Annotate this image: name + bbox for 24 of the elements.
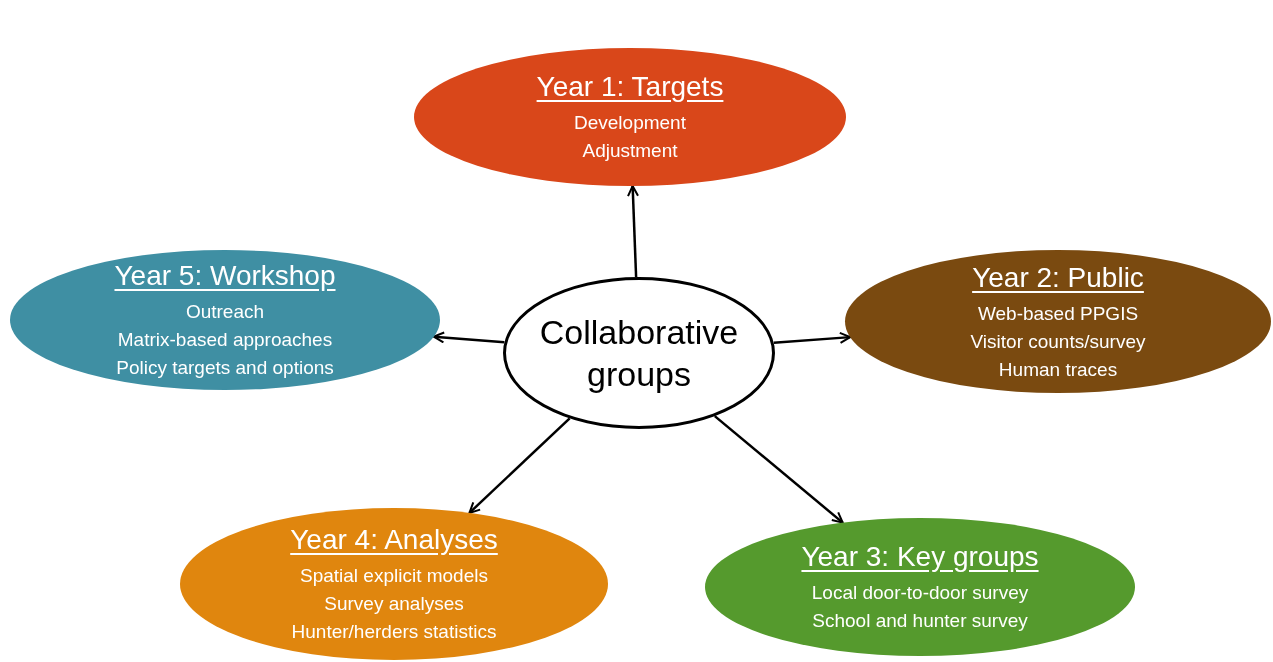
activity-item: Survey analyses (324, 592, 464, 616)
activity-item: Development (574, 111, 686, 135)
activity-item: Visitor counts/survey (970, 329, 1146, 354)
activity-item: Local door-to-door survey (811, 581, 1029, 605)
arrow (627, 185, 639, 278)
activity-item: Adjustment (582, 139, 678, 163)
activity-item: Outreach (185, 300, 265, 324)
activity-item: Human traces (998, 357, 1118, 382)
arrow (773, 331, 852, 345)
year-heading: Year 2: Public (972, 260, 1144, 295)
year-heading: Year 3: Key groups (801, 540, 1039, 574)
activity-item: Web-based PPGIS (977, 301, 1139, 326)
activity-item: School and hunter survey (812, 609, 1028, 633)
arrow (468, 417, 571, 514)
year-heading: Year 1: Targets (536, 70, 724, 104)
year-heading: Year 5: Workshop (114, 259, 336, 293)
year-heading: Year 4: Analyses (290, 523, 498, 557)
center-label: Collaborative groups (538, 312, 740, 395)
arrow (432, 331, 505, 344)
arrow (714, 415, 844, 524)
activity-item: Hunter/herders statistics (291, 620, 497, 644)
activity-item: Spatial explicit models (300, 564, 488, 588)
activity-item: Policy targets and options (116, 356, 334, 380)
activity-item: Matrix-based approaches (117, 328, 333, 352)
